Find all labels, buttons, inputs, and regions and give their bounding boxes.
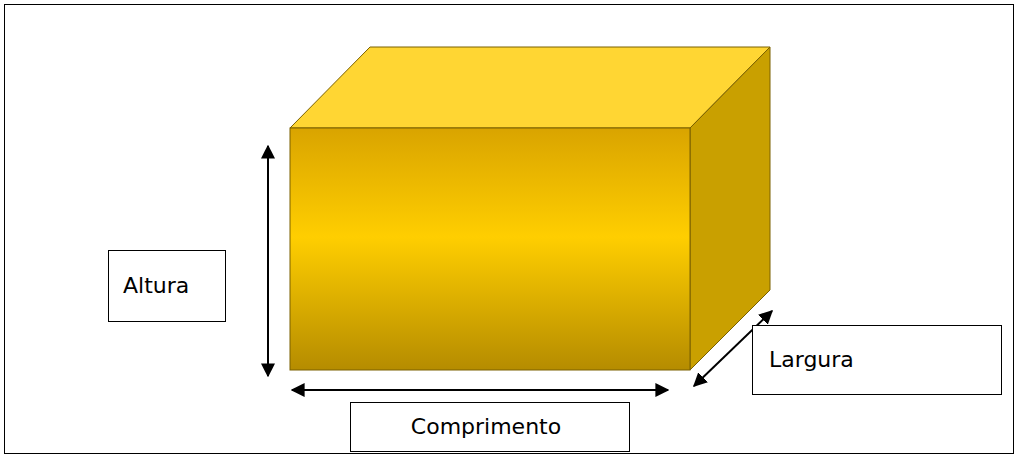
dimension-label: Comprimento bbox=[411, 414, 561, 440]
label-box: Altura bbox=[108, 250, 226, 322]
label-box: Largura bbox=[752, 325, 1002, 395]
dimension-label: Altura bbox=[123, 273, 189, 299]
label-box: Comprimento bbox=[350, 402, 630, 452]
dimension-label: Largura bbox=[769, 347, 854, 373]
length-arrow bbox=[292, 389, 668, 391]
height-arrow bbox=[267, 146, 269, 376]
